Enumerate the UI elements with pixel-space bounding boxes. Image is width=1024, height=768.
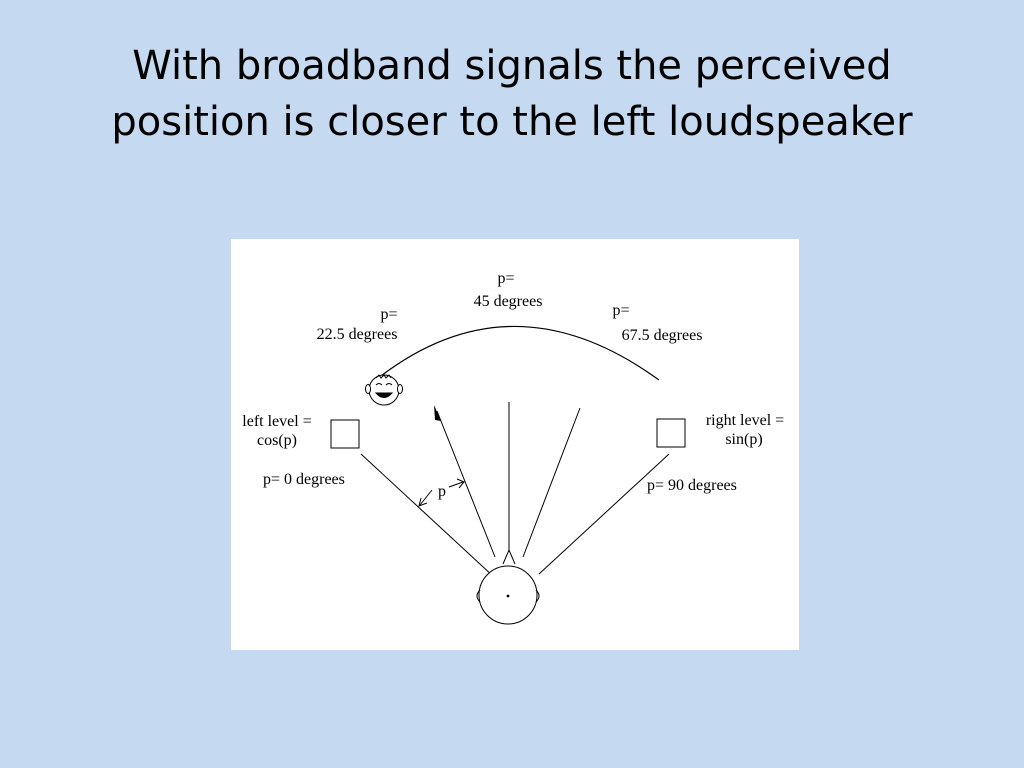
slide-title: With broadband signals the perceived pos… [40, 38, 984, 150]
title-line-1: With broadband signals the perceived [132, 43, 892, 89]
right-speaker-line [538, 453, 670, 575]
label-p90: p= 90 degrees [647, 477, 737, 494]
direction-line-67 [522, 407, 581, 558]
listener-head-icon [476, 548, 540, 625]
label-left-level-line1: left level = [242, 413, 311, 430]
angle-arrow-right [448, 481, 464, 488]
angle-arrowhead-left [418, 497, 428, 507]
direction-arrowhead-22 [434, 405, 441, 421]
angle-arrow-left [419, 489, 433, 506]
label-p0: p= 0 degrees [263, 471, 345, 488]
label-right-level-line1: right level = [706, 412, 784, 429]
diagram-panel: p= 45 degrees p= 22.5 degrees p= 67.5 de… [231, 239, 799, 650]
title-line-2: position is closer to the left loudspeak… [111, 99, 913, 145]
right-loudspeaker [656, 418, 686, 448]
label-p45-line2: 45 degrees [474, 293, 543, 310]
label-p67-line2: 67.5 degrees [622, 327, 703, 344]
label-angle-p: p [438, 483, 446, 500]
angle-arrowhead-right [456, 478, 465, 489]
left-loudspeaker [330, 419, 360, 449]
label-left-level-line2: cos(p) [257, 432, 297, 449]
label-p22-line2: 22.5 degrees [317, 326, 398, 343]
label-right-level-line2: sin(p) [725, 431, 762, 448]
label-p67-line1: p= [612, 302, 629, 319]
label-p45-line1: p= [497, 270, 514, 287]
diagram-svg: p= 45 degrees p= 22.5 degrees p= 67.5 de… [242, 270, 784, 625]
direction-line-22 [436, 410, 496, 558]
perceived-face-icon [365, 374, 403, 406]
position-arc [365, 325, 660, 389]
left-speaker-line [360, 453, 495, 578]
label-p22-line1: p= [380, 306, 397, 323]
